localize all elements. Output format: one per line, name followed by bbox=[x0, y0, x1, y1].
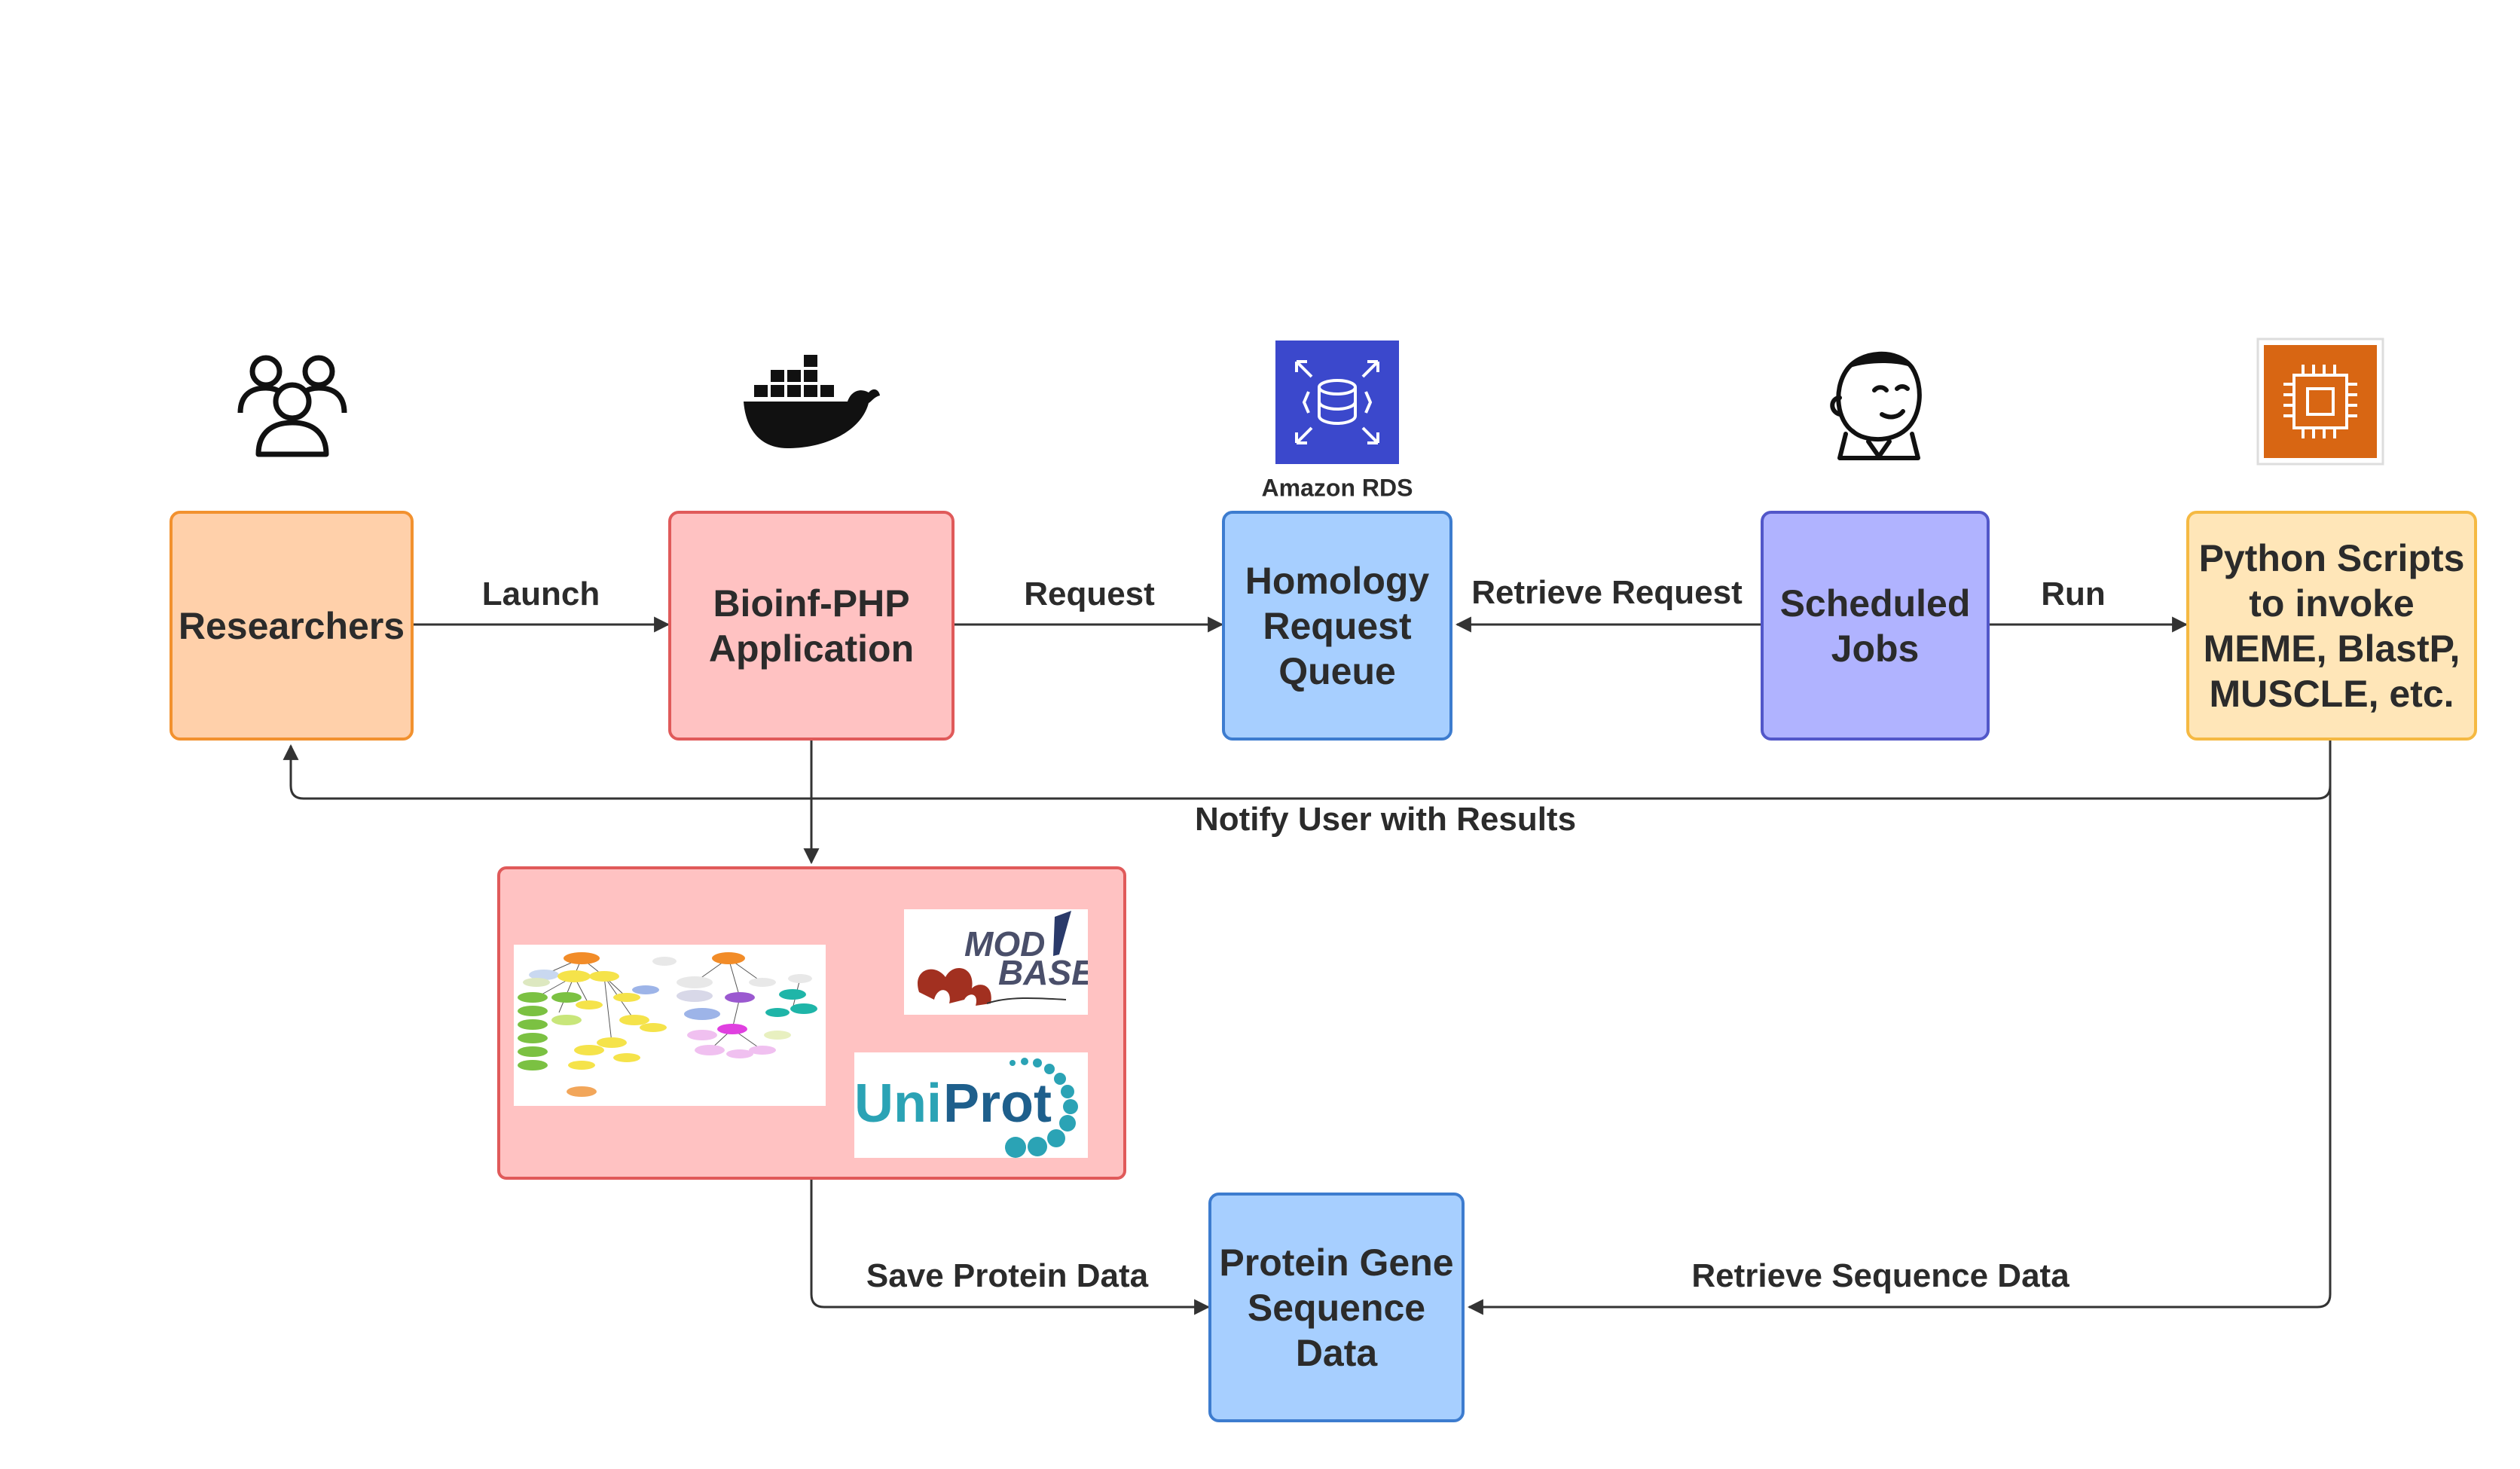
node-researchers[interactable]: Researchers bbox=[170, 511, 414, 741]
users-icon bbox=[236, 349, 349, 462]
edge-retrieve-sequence bbox=[1467, 741, 2332, 1315]
edge-label-launch: Launch bbox=[481, 576, 600, 612]
edge-label-retrieve-request: Retrieve Request bbox=[1471, 574, 1743, 611]
amazon-rds-icon bbox=[1275, 341, 1399, 464]
svg-text:MOD: MOD bbox=[964, 924, 1045, 964]
node-python-scripts[interactable]: Python Scripts to invoke MEME, BlastP, M… bbox=[2186, 511, 2477, 741]
data-sources-container[interactable]: MOD BASE Uni Prot bbox=[497, 866, 1126, 1180]
node-scheduled-jobs-label: Scheduled Jobs bbox=[1779, 582, 1971, 670]
rds-caption: Amazon RDS bbox=[1261, 474, 1413, 502]
ontology-graph-image bbox=[514, 945, 826, 1106]
edge-label-notify: Notify User with Results bbox=[1194, 801, 1577, 838]
node-bioinf-app[interactable]: Bioinf-PHP Application bbox=[668, 511, 955, 741]
edge-label-request: Request bbox=[1024, 576, 1155, 612]
edge-notify bbox=[283, 741, 2332, 800]
modbase-logo: MOD BASE bbox=[904, 909, 1088, 1015]
node-python-scripts-label: Python Scripts to invoke MEME, BlastP, M… bbox=[2198, 536, 2465, 715]
docker-whale-icon bbox=[742, 349, 881, 454]
node-protein-data-label: Protein Gene Sequence Data bbox=[1219, 1241, 1454, 1374]
svg-text:Uni: Uni bbox=[854, 1074, 942, 1134]
node-queue[interactable]: Homology Request Queue bbox=[1222, 511, 1452, 741]
edge-label-retrieve-sequence: Retrieve Sequence Data bbox=[1691, 1257, 2069, 1294]
node-bioinf-app-label: Bioinf-PHP Application bbox=[708, 582, 915, 670]
node-researchers-label: Researchers bbox=[178, 604, 405, 647]
edge-save-protein bbox=[810, 1180, 1211, 1315]
node-queue-label: Homology Request Queue bbox=[1245, 559, 1430, 692]
edge-label-run: Run bbox=[2041, 576, 2106, 612]
svg-text:Prot: Prot bbox=[943, 1074, 1052, 1134]
jenkins-icon bbox=[1823, 345, 1932, 466]
ec2-chip-icon bbox=[2256, 337, 2384, 466]
svg-text:BASE: BASE bbox=[998, 953, 1088, 992]
node-protein-data[interactable]: Protein Gene Sequence Data bbox=[1208, 1193, 1465, 1422]
edge-label-save-protein: Save Protein Data bbox=[866, 1257, 1149, 1294]
node-scheduled-jobs[interactable]: Scheduled Jobs bbox=[1761, 511, 1990, 741]
uniprot-logo: Uni Prot bbox=[854, 1052, 1088, 1158]
